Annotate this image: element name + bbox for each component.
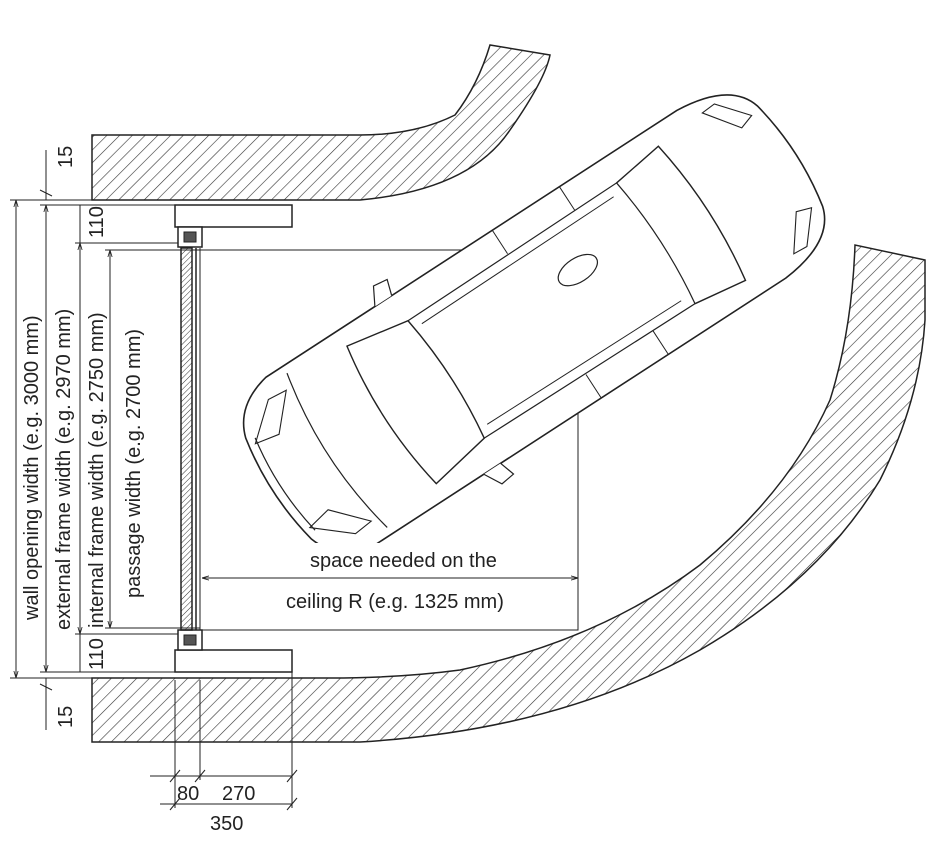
rail-length-label: 270 [222, 783, 255, 805]
passage-label: passage width (e.g. 2700 mm) [123, 329, 145, 598]
top-jamb [174, 204, 293, 248]
top-frame-label: 110 [86, 206, 108, 238]
total-depth-label: 350 [210, 813, 243, 835]
ceiling-label-line2: ceiling R (e.g. 1325 mm) [286, 591, 504, 613]
bottom-dimension-lines [150, 672, 298, 811]
top-gap-label: 15 [55, 146, 77, 168]
door-panel [180, 247, 193, 631]
wall-opening-label: wall opening width (e.g. 3000 mm) [21, 315, 43, 621]
bottom-frame-label: 110 [86, 638, 108, 670]
bottom-gap-label: 15 [55, 706, 77, 728]
frame-depth-label: 80 [177, 783, 199, 805]
external-frame-label: external frame width (e.g. 2970 mm) [53, 309, 75, 630]
bottom-wall [91, 244, 926, 743]
left-dimension-lines [10, 150, 200, 730]
ceiling-label-line1: space needed on the [310, 550, 497, 572]
bottom-jamb [174, 629, 293, 673]
ceiling-space-outline [199, 249, 579, 631]
car-top-view [242, 94, 826, 553]
top-wall [91, 44, 551, 201]
internal-frame-label: internal frame width (e.g. 2750 mm) [86, 312, 108, 628]
